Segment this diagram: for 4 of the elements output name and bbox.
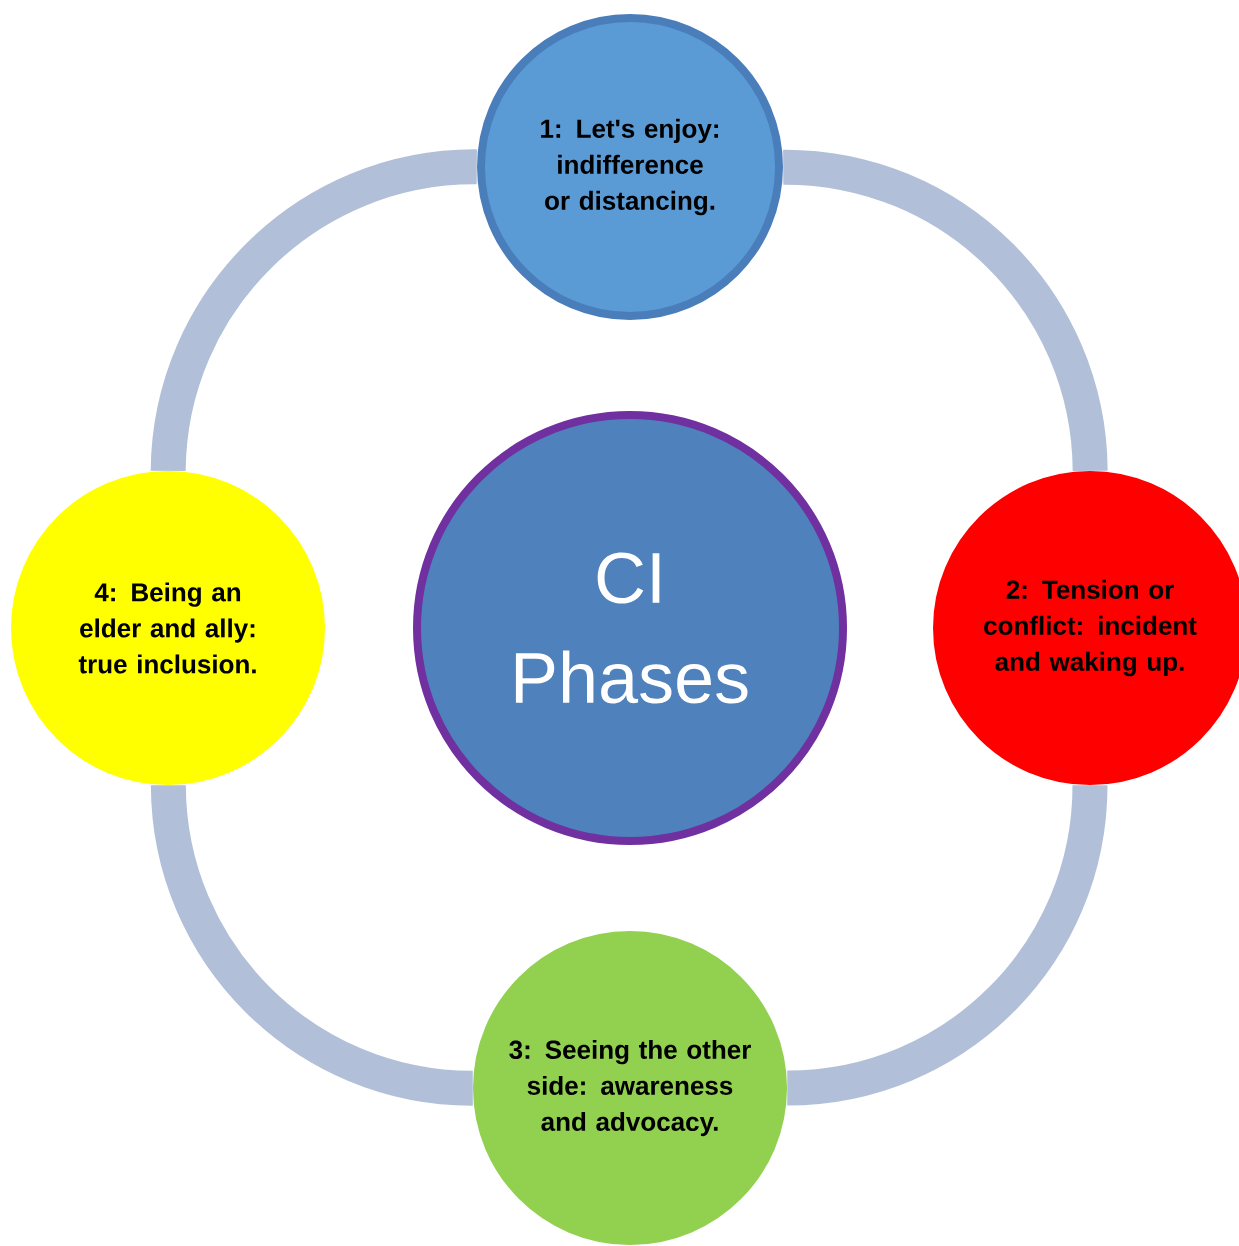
ring-arc	[786, 784, 1108, 1106]
ring-arc	[150, 149, 478, 473]
ring-arc	[782, 149, 1108, 473]
ring-arc	[150, 784, 474, 1106]
